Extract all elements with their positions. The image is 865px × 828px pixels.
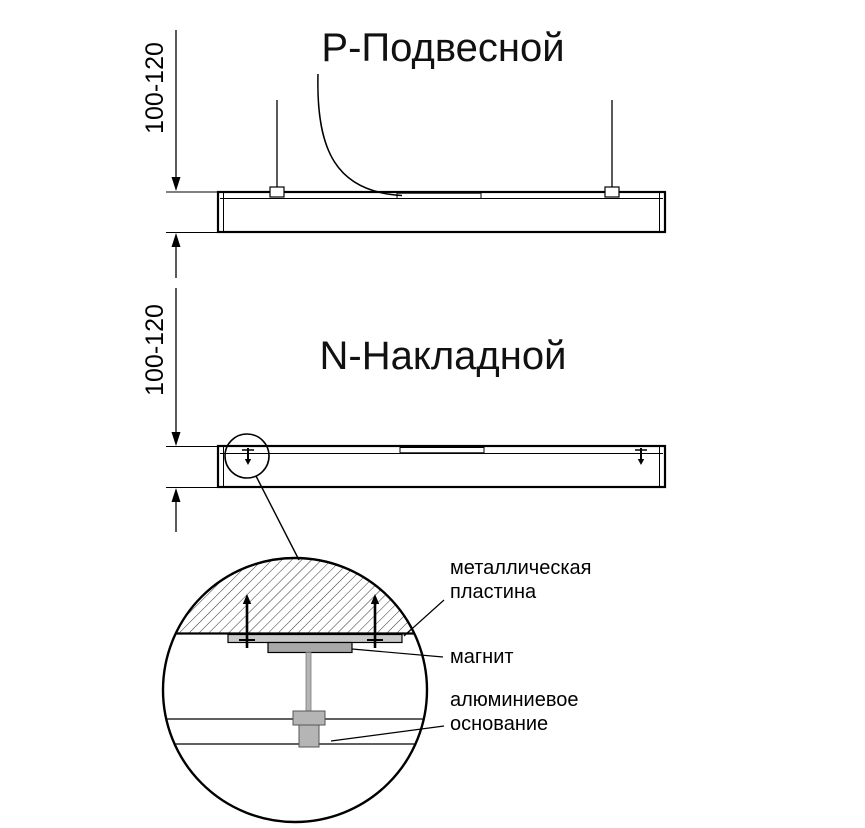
dim-arrow-up: [171, 488, 181, 502]
base-block-upper: [292, 710, 326, 726]
magnet-block: [267, 641, 353, 654]
aluminum-base-label-line1: алюминиевое: [450, 689, 579, 711]
pendant-drawing: [166, 30, 667, 278]
surface-fixture-body: [216, 444, 667, 489]
aluminum-base-label: алюминиевое основание: [450, 688, 578, 736]
detail-leader-line: [255, 475, 300, 561]
pendant-top-window: [396, 192, 482, 199]
surface-dimension-lines: [166, 288, 218, 532]
detail-marker-circle: [224, 433, 270, 479]
detail-screw-left: [239, 594, 255, 648]
magnet-stem: [305, 652, 312, 713]
detail-view: [161, 556, 445, 824]
metal-plate-label-line1: металлическая: [450, 557, 592, 579]
dim-arrow-up: [171, 233, 181, 247]
surface-drawing: [166, 288, 667, 561]
dim-arrow-down: [171, 177, 181, 191]
pendant-title-leader-curve: [317, 73, 403, 197]
surface-screw-right: [635, 448, 647, 465]
metal-plate-label: металлическая пластина: [450, 556, 591, 604]
surface-top-window: [399, 447, 485, 454]
pendant-mount-left: [269, 186, 285, 198]
pendant-title: Р-Подвесной: [321, 26, 565, 70]
pendant-mount-right: [604, 186, 620, 198]
ceiling-hatch: [164, 559, 426, 634]
surface-title: N-Накладной: [319, 334, 567, 378]
dim-arrow-down: [171, 432, 181, 446]
magnet-leader: [351, 648, 444, 658]
surface-dimension-text: 100-120: [141, 304, 169, 396]
metal-plate-leader: [403, 599, 445, 637]
base-block-lower: [298, 724, 320, 748]
surface-screw-left: [242, 448, 254, 465]
pendant-dimension-lines: [166, 30, 218, 278]
pendant-dimension-text: 100-120: [141, 42, 169, 134]
detail-screw-right: [367, 594, 383, 648]
aluminum-base-label-line2: основание: [450, 713, 549, 735]
pendant-fixture-body: [216, 190, 667, 234]
aluminum-base-leader: [330, 725, 445, 742]
magnet-label: магнит: [450, 646, 514, 668]
metal-plate-label-line2: пластина: [450, 581, 537, 603]
detail-circle: [161, 556, 429, 824]
